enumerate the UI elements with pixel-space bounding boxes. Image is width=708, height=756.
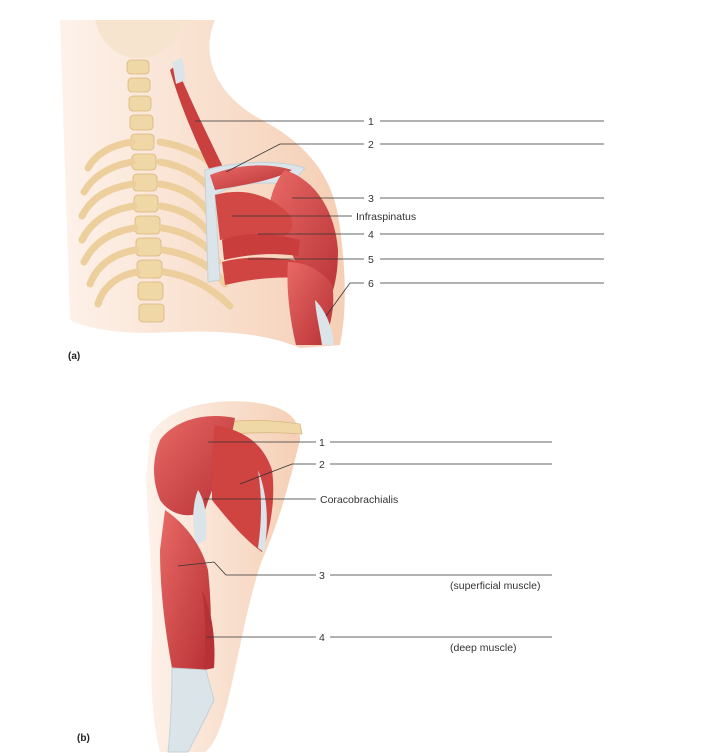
biceps-brachii-muscle [160, 510, 211, 672]
panel-b-labels: 1 2 Coracobrachialis 3 (superficial musc… [77, 437, 540, 744]
label-b-1: 1 [319, 437, 325, 449]
label-a-infraspinatus: Infraspinatus [356, 211, 416, 223]
note-superficial-muscle: (superficial muscle) [450, 580, 540, 592]
brachialis-muscle [202, 590, 215, 670]
teres-major-muscle [222, 257, 305, 285]
pectoralis-major-muscle [212, 425, 274, 552]
teres-minor-muscle [222, 234, 300, 260]
label-a-3: 3 [368, 193, 374, 205]
panel-a-letter: (a) [68, 351, 80, 362]
label-b-3: 3 [319, 570, 325, 582]
coracobrachialis-muscle [193, 490, 207, 545]
panel-a-leader-lines [195, 120, 604, 317]
panel-b-illustration [146, 401, 303, 753]
label-a-6: 6 [368, 278, 374, 290]
label-b-coracobrachialis: Coracobrachialis [320, 494, 398, 506]
label-a-4: 4 [368, 229, 374, 241]
supraspinatus-muscle [210, 165, 292, 190]
label-a-5: 5 [368, 254, 374, 266]
label-a-1: 1 [368, 116, 374, 128]
panel-b-leader-lines [177, 441, 552, 638]
panel-a-illustration [60, 20, 345, 348]
label-b-4: 4 [319, 632, 325, 644]
levator-scapulae-muscle [170, 65, 222, 175]
label-b-2: 2 [319, 459, 325, 471]
panel-a-labels: 1 2 3 Infraspinatus 4 5 6 (a) [68, 116, 416, 362]
label-a-2: 2 [368, 139, 374, 151]
note-deep-muscle: (deep muscle) [450, 642, 517, 654]
panel-b-letter: (b) [77, 733, 90, 744]
